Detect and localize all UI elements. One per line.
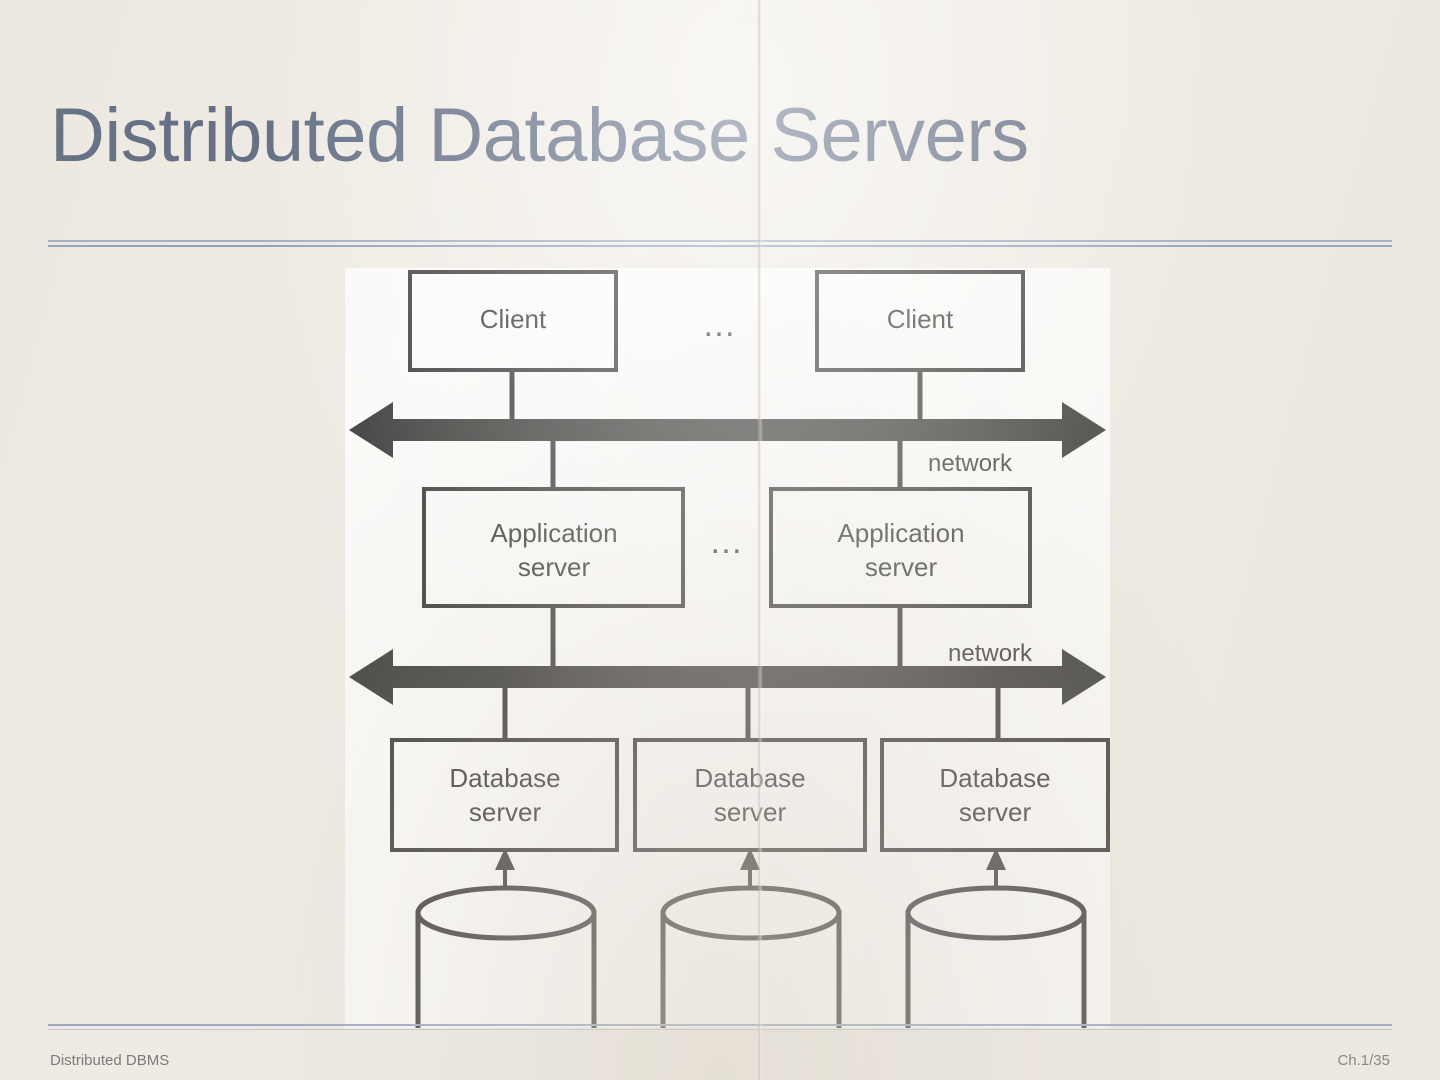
footer-page-number: Ch.1/35	[1337, 1052, 1390, 1069]
slide-footer: Distributed DBMS Ch.1/35	[50, 1052, 1390, 1072]
disk-cylinder-3[interactable]	[905, 885, 1087, 1028]
network-label-lower: network	[948, 640, 1033, 667]
database-server-box-2[interactable]	[633, 738, 867, 852]
page-title: Distributed Database Servers	[50, 93, 1029, 178]
footer-divider	[48, 1024, 1392, 1030]
network-label-upper: network	[928, 450, 1013, 477]
application-server-box-2-label-line2: server	[865, 552, 938, 582]
architecture-diagram: Client Client … network Application serv…	[345, 268, 1110, 1028]
footer-left-label: Distributed DBMS	[50, 1052, 170, 1069]
title-divider	[48, 240, 1392, 247]
client-row-ellipsis: …	[702, 306, 738, 344]
client-box-2-label: Client	[887, 304, 954, 334]
database-server-box-1-label-line2: server	[469, 797, 542, 827]
database-server-box-1-label-line1: Database	[449, 763, 560, 793]
client-box-1-label: Client	[480, 304, 547, 334]
disk-cylinder-1[interactable]	[415, 885, 597, 1028]
database-server-box-2-label-line1: Database	[694, 763, 805, 793]
application-server-row-ellipsis: …	[709, 523, 745, 561]
database-server-box-2-label-line2: server	[714, 797, 787, 827]
database-server-box-1[interactable]	[390, 738, 619, 852]
database-server-box-3-label-line2: server	[959, 797, 1032, 827]
application-server-box-2-label-line1: Application	[837, 518, 964, 548]
application-server-box-1-label-line1: Application	[490, 518, 617, 548]
disk-cylinder-2[interactable]	[660, 885, 842, 1028]
database-server-box-3[interactable]	[880, 738, 1110, 852]
footer-divider-line-lower	[48, 1029, 1392, 1030]
application-server-box-1-label-line2: server	[518, 552, 591, 582]
database-server-box-3-label-line1: Database	[939, 763, 1050, 793]
divider-line-lower	[48, 245, 1392, 247]
